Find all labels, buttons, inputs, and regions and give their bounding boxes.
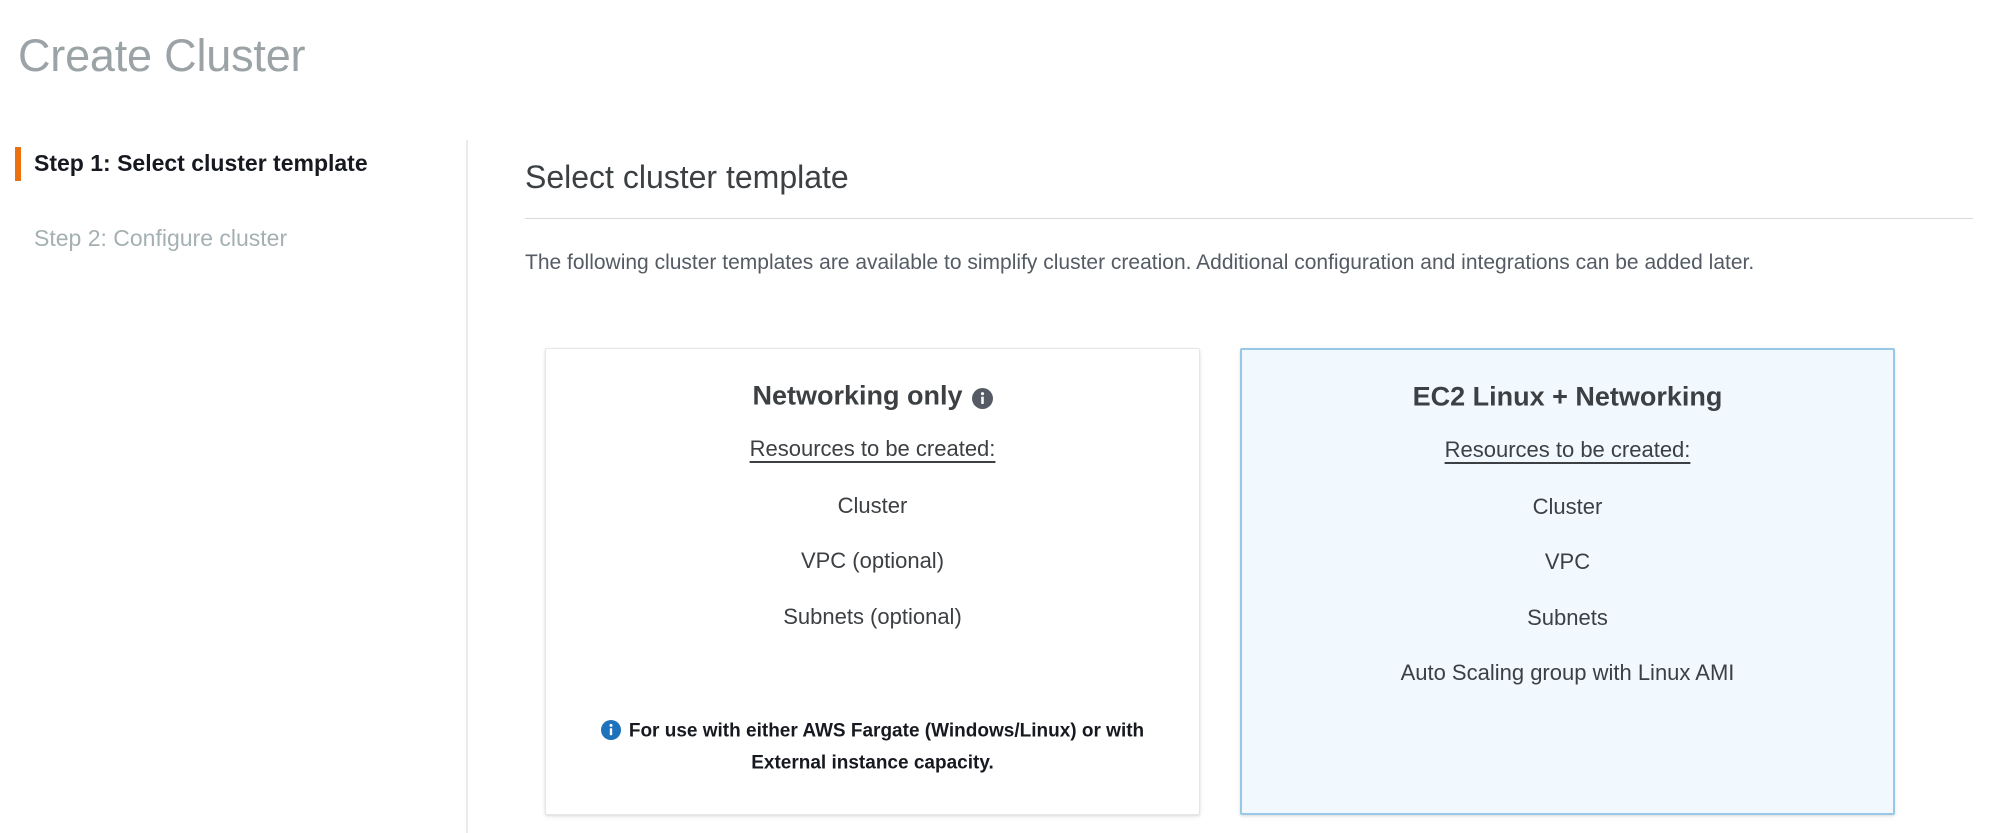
step-1-label: Step 1: Select cluster template (34, 150, 368, 176)
resources-to-be-created-label: Resources to be created: (1444, 437, 1691, 463)
page-title: Create Cluster (18, 30, 306, 81)
template-card-title: EC2 Linux + Networking (1266, 378, 1869, 414)
sidebar-step-1-select-cluster-template[interactable]: Step 1: Select cluster template (0, 147, 466, 181)
template-name-networking-only: Networking only (752, 380, 963, 411)
info-icon (600, 719, 621, 741)
list-item: VPC (1544, 549, 1591, 575)
list-item: VPC (optional) (800, 548, 945, 574)
step-2-label: Step 2: Configure cluster (34, 224, 288, 251)
section-heading: Select cluster template (525, 159, 849, 195)
info-icon[interactable] (971, 383, 993, 410)
list-item: Cluster (837, 492, 908, 518)
template-card-networking-only[interactable]: Networking only Resources to be created:… (545, 348, 1200, 815)
sidebar-step-2-configure-cluster[interactable]: Step 2: Configure cluster (0, 225, 466, 253)
wizard-steps-sidebar: Step 1: Select cluster template Step 2: … (0, 140, 468, 833)
list-item: Subnets (optional) (783, 603, 962, 629)
list-item: Subnets (1527, 604, 1608, 630)
template-card-title: Networking only (570, 377, 1175, 413)
section-description: The following cluster templates are avai… (525, 251, 1755, 274)
list-item: Auto Scaling group with Linux AMI (1400, 660, 1735, 686)
template-card-list: Networking only Resources to be created:… (545, 348, 1945, 818)
template-note-text: For use with either AWS Fargate (Windows… (628, 720, 1145, 773)
resources-to-be-created-label: Resources to be created: (749, 436, 996, 462)
main-content: Select cluster template The following cl… (525, 0, 1999, 833)
template-card-note: For use with either AWS Fargate (Windows… (570, 715, 1175, 778)
resource-list: Cluster VPC Subnets Auto Scaling group w… (1266, 465, 1869, 687)
section-divider (525, 218, 1973, 219)
list-item: Cluster (1532, 493, 1603, 519)
template-name-ec2-linux-networking: EC2 Linux + Networking (1412, 381, 1723, 412)
resource-list: Cluster VPC (optional) Subnets (optional… (570, 464, 1175, 631)
template-card-ec2-linux-networking[interactable]: EC2 Linux + Networking Resources to be c… (1240, 348, 1895, 815)
